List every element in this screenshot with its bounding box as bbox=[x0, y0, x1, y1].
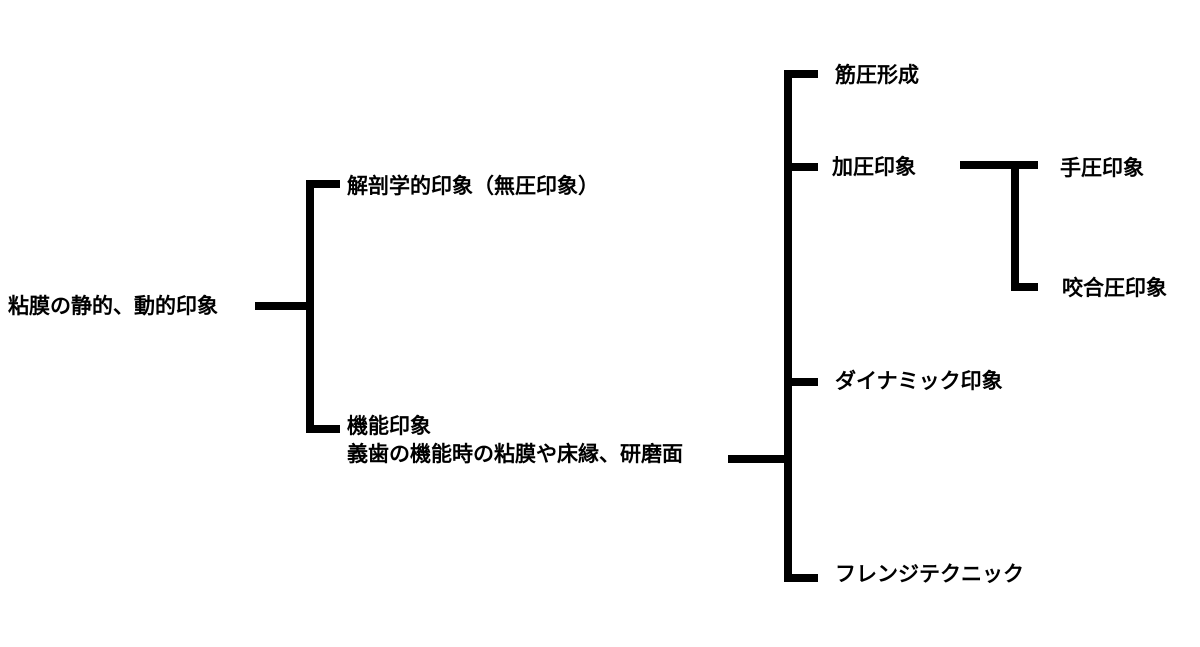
connector-anatomical-branch bbox=[306, 180, 340, 188]
node-functional-description: 義歯の機能時の粘膜や床縁、研磨面 bbox=[347, 442, 683, 466]
connector-pressure-stem bbox=[960, 161, 1038, 169]
connector-level2-vertical bbox=[784, 70, 792, 582]
node-muscle-molding: 筋圧形成 bbox=[835, 63, 919, 87]
node-anatomical-impression: 解剖学的印象（無圧印象） bbox=[347, 174, 599, 198]
node-flange-technique: フレンジテクニック bbox=[835, 562, 1024, 586]
node-occlusal-pressure-impression: 咬合圧印象 bbox=[1062, 276, 1167, 300]
connector-occlusal-branch bbox=[1011, 283, 1038, 291]
node-pressure-impression: 加圧印象 bbox=[832, 155, 916, 179]
node-functional-title: 機能印象 bbox=[347, 414, 431, 438]
node-root: 粘膜の静的、動的印象 bbox=[8, 294, 218, 318]
connector-level3-vertical bbox=[1011, 161, 1019, 291]
connector-flange-branch bbox=[784, 574, 818, 582]
connector-level1-vertical bbox=[306, 180, 314, 433]
node-dynamic-impression: ダイナミック印象 bbox=[835, 369, 1003, 393]
node-hand-pressure-impression: 手圧印象 bbox=[1060, 156, 1144, 180]
node-functional-impression: 機能印象 義歯の機能時の粘膜や床縁、研磨面 bbox=[347, 412, 683, 468]
connector-functional-stem bbox=[728, 455, 788, 463]
connector-pressure-branch bbox=[784, 163, 818, 171]
connector-dynamic-branch bbox=[784, 378, 818, 386]
connector-functional-branch bbox=[306, 425, 340, 433]
connector-root-stem bbox=[255, 302, 310, 310]
connector-muscle-molding-branch bbox=[784, 70, 818, 78]
